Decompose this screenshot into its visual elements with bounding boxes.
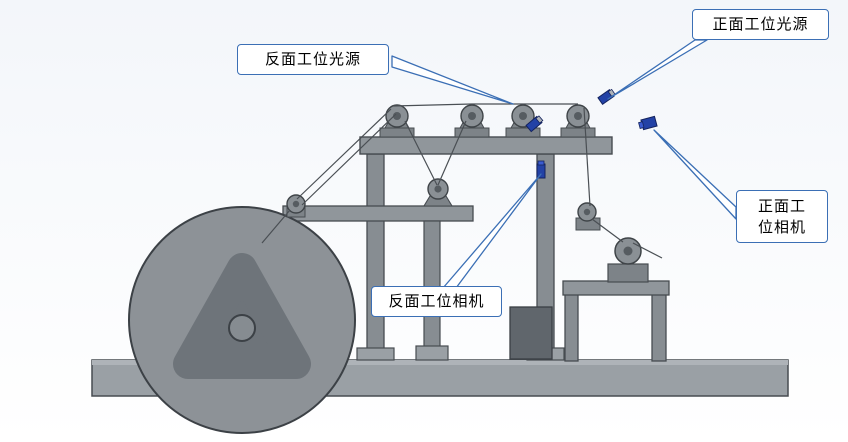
callout-front-light-label: 正面工位光源 xyxy=(712,15,809,34)
leader-lines xyxy=(391,39,737,289)
stand-roller-unit xyxy=(607,237,649,283)
top-roller-1 xyxy=(379,104,415,138)
control-box xyxy=(509,306,553,360)
callout-back-light: 反面工位光源 xyxy=(237,44,389,75)
devices xyxy=(525,88,658,179)
callout-front-light: 正面工位光源 xyxy=(692,9,829,40)
top-beam xyxy=(359,136,613,155)
leader-back-light xyxy=(391,55,514,105)
right-stand xyxy=(562,237,670,362)
callout-back-camera: 反面工位相机 xyxy=(371,286,502,317)
top-rollers xyxy=(379,104,596,138)
callout-front-camera: 正面工 位相机 xyxy=(736,190,828,243)
top-roller-4 xyxy=(560,104,596,138)
drum-axle xyxy=(228,314,256,342)
drum-wheel xyxy=(128,206,356,434)
callout-back-camera-label: 反面工位相机 xyxy=(388,292,485,311)
top-roller-2 xyxy=(454,104,490,138)
front-camera-device-icon xyxy=(638,115,658,131)
callout-front-camera-label-line1: 正面工 xyxy=(757,197,806,216)
callout-front-camera-label-line2: 位相机 xyxy=(757,217,806,236)
middle-post xyxy=(423,220,441,349)
callout-back-light-label: 反面工位光源 xyxy=(264,50,361,69)
film-path xyxy=(261,103,663,259)
arm-roller-unit xyxy=(286,194,306,218)
middle-roller-unit xyxy=(423,178,453,207)
back-camera-device-icon xyxy=(536,160,546,179)
leader-front-light xyxy=(607,39,708,100)
back-light-device-icon xyxy=(525,115,544,133)
cross-arm xyxy=(282,205,474,222)
